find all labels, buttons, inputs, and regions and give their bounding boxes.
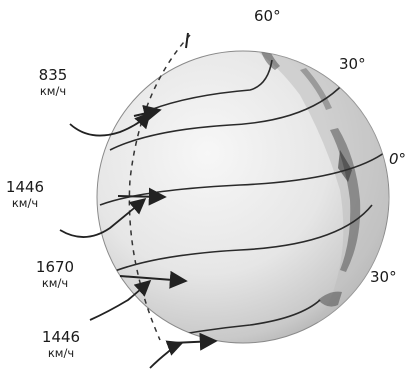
label-lat-0: 0° xyxy=(389,150,407,168)
speed-value: 1446 xyxy=(5,178,45,196)
speed-value: 835 xyxy=(38,66,68,84)
leader-1446-top xyxy=(59,197,147,238)
speed-value: 1670 xyxy=(35,258,75,276)
speed-label-1670: 1670 км/ч xyxy=(30,258,80,290)
latitude-30n xyxy=(109,59,361,151)
speed-unit: км/ч xyxy=(41,276,69,290)
leader-835 xyxy=(69,111,152,137)
speed-unit: км/ч xyxy=(11,196,39,210)
leader-1670 xyxy=(89,279,152,321)
speed-unit: км/ч xyxy=(47,346,75,360)
speed-unit: км/ч xyxy=(39,84,67,98)
latitude-30s xyxy=(104,204,373,276)
latitude-60n xyxy=(149,59,273,111)
speed-label-1446-top: 1446 км/ч xyxy=(0,178,50,210)
label-lat-30n: 30° xyxy=(339,55,366,73)
label-lat-30s: 30° xyxy=(370,268,397,286)
leader-1446-bottom xyxy=(149,340,184,369)
speed-label-835: 835 км/ч xyxy=(28,66,78,98)
label-lat-60n: 60° xyxy=(254,7,281,25)
speed-label-1446-bottom: 1446 км/ч xyxy=(36,328,86,360)
velocity-arrow-equator xyxy=(119,270,188,289)
pole-axis-mark xyxy=(185,32,189,49)
speed-value: 1446 xyxy=(41,328,81,346)
velocity-arrow-30s xyxy=(171,332,218,351)
velocity-arrow-30n xyxy=(117,187,167,206)
